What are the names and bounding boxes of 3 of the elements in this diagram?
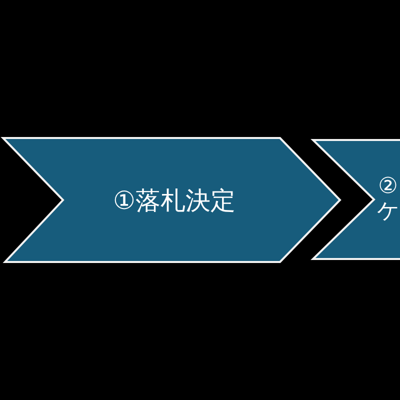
step-label: ②ケ (377, 174, 399, 225)
step-label: ①落札決定 (113, 185, 236, 217)
chevron-step (312, 139, 400, 260)
